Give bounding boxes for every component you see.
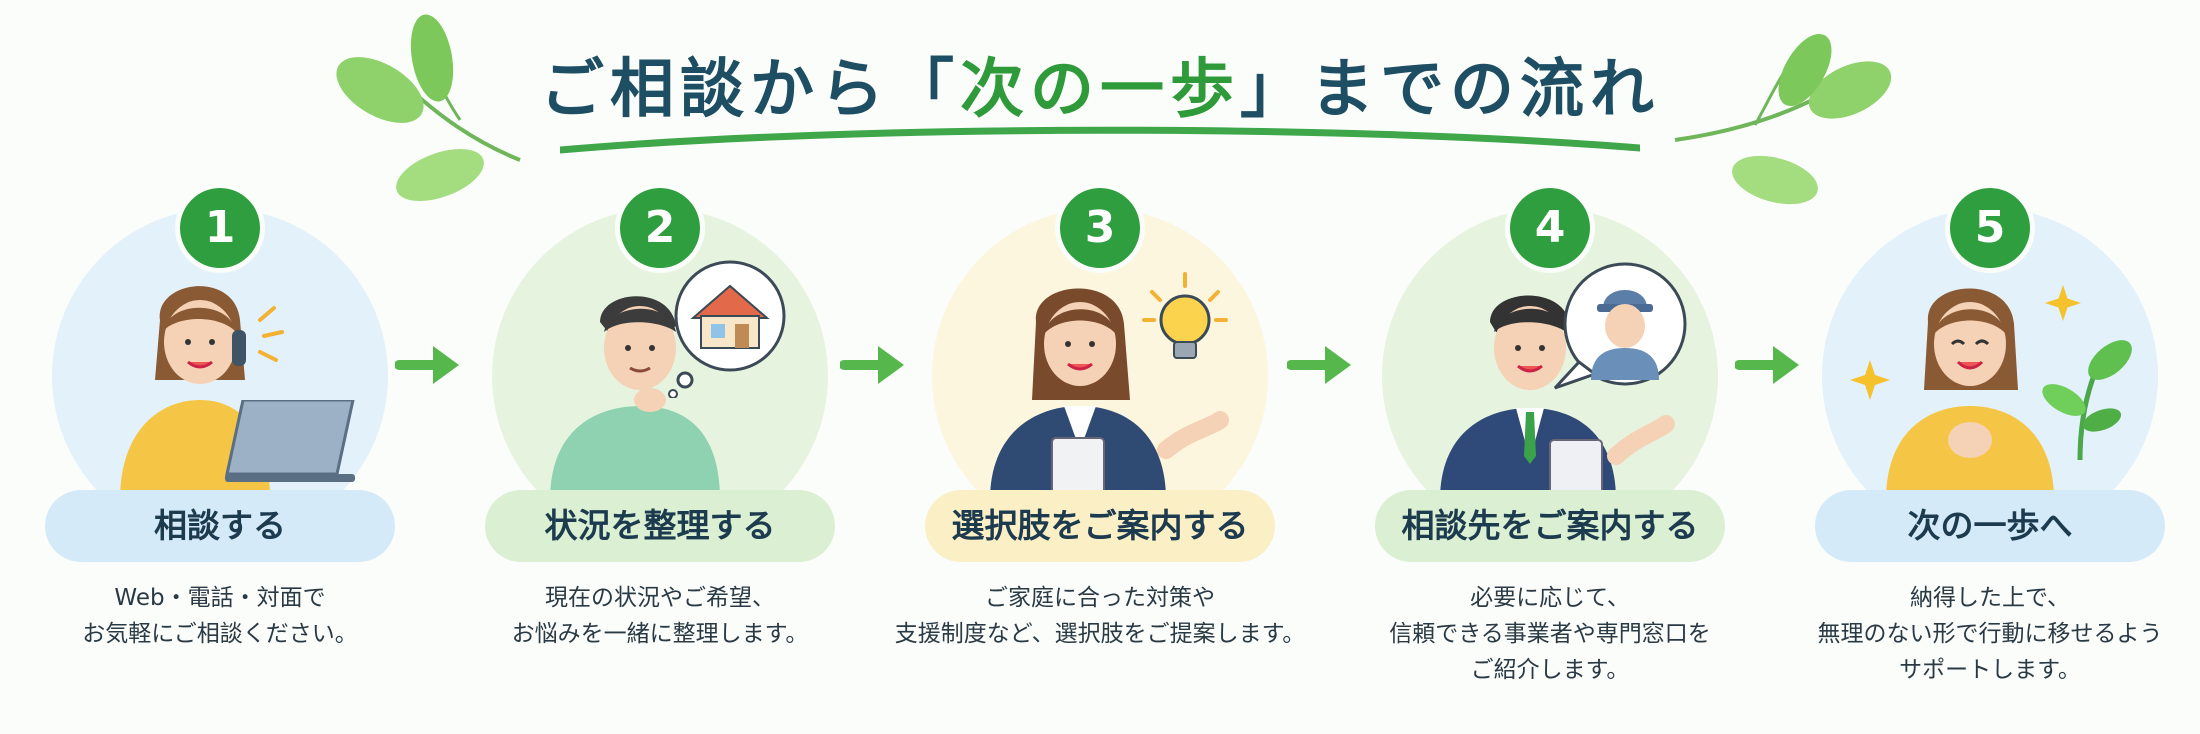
title-underline	[560, 126, 1640, 154]
arrow-right-icon	[1287, 346, 1351, 384]
step-number: 1	[180, 188, 260, 268]
desc-line: ご家庭に合った対策や	[985, 585, 1215, 611]
sprout-icon	[2042, 340, 2132, 460]
step-5: 5 次の一歩へ 納得した上で、 無理のない形で行動に移せるよう サポートします。	[1770, 0, 2200, 734]
step-description: 現在の状況やご希望、 お悩みを一緒に整理します。	[440, 580, 880, 652]
sparkle-icon	[2045, 285, 2081, 321]
step-number: 4	[1510, 188, 1590, 268]
desc-line: 納得した上で、	[1909, 585, 2071, 611]
desc-line: ご紹介します。	[1470, 657, 1630, 683]
worker-speech-bubble-icon	[1553, 262, 1687, 390]
step-label: 選択肢をご案内する	[925, 490, 1275, 562]
step-number: 3	[1060, 188, 1140, 268]
step-number: 5	[1950, 188, 2030, 268]
step-label: 相談する	[45, 490, 395, 562]
desc-line: お気軽にご相談ください。	[82, 621, 358, 647]
desc-line: 現在の状況やご希望、	[545, 585, 775, 611]
step-2: 2 状況を整理する 現在の状況やご希望、 お悩みを一緒に整理します。	[440, 0, 880, 734]
desc-line: Web・電話・対面で	[114, 585, 326, 611]
step-description: ご家庭に合った対策や 支援制度など、選択肢をご提案します。	[880, 580, 1320, 652]
step-description: 必要に応じて、 信頼できる事業者や専門窓口を ご紹介します。	[1330, 580, 1770, 688]
step-number: 2	[620, 188, 700, 268]
step-4: 4 相談先をご案内する 必要に応じて、 信頼できる事業者や専門窓口を ご紹介しま…	[1330, 0, 1770, 734]
thinking-man-icon	[550, 296, 720, 500]
step-description: Web・電話・対面で お気軽にご相談ください。	[0, 580, 440, 652]
laptop-icon	[225, 400, 355, 482]
title-highlight: 次の一歩	[960, 53, 1240, 127]
left-leaves-icon	[336, 14, 521, 201]
step-description: 納得した上で、 無理のない形で行動に移せるよう サポートします。	[1770, 580, 2200, 688]
step-1: 1 相談する Web・電話・対面で お気軽にご相談ください。	[0, 0, 440, 734]
step-label: 相談先をご案内する	[1375, 490, 1725, 562]
house-thought-bubble-icon	[668, 260, 786, 398]
step-label: 次の一歩へ	[1815, 490, 2165, 562]
step-label: 状況を整理する	[485, 490, 835, 562]
consultant-woman-icon	[990, 288, 1229, 500]
right-leaves-icon	[1674, 33, 1892, 205]
sparkle-icon	[1850, 360, 1890, 400]
step-3: 3 選択肢をご案内する ご家庭に合った対策や 支援制度など、選択肢をご提案します…	[880, 0, 1320, 734]
happy-woman-icon	[1886, 288, 2054, 500]
arrow-right-icon	[395, 346, 459, 384]
page-title: ご相談から「次の一歩」までの流れ	[0, 38, 2200, 130]
desc-line: お悩みを一緒に整理します。	[511, 621, 809, 647]
title-before: ご相談から「	[540, 53, 960, 127]
arrow-right-icon	[1735, 346, 1799, 384]
desc-line: 必要に応じて、	[1470, 585, 1630, 611]
desc-line: 無理のない形で行動に移せるよう	[1817, 621, 2163, 647]
desc-line: 支援制度など、選択肢をご提案します。	[894, 621, 1306, 647]
desc-line: サポートします。	[1899, 657, 2081, 683]
desc-line: 信頼できる事業者や専門窓口を	[1389, 621, 1711, 647]
title-after: 」までの流れ	[1240, 53, 1660, 127]
consultant-man-icon	[1440, 295, 1675, 500]
arrow-right-icon	[840, 346, 904, 384]
lightbulb-icon	[1142, 272, 1228, 359]
